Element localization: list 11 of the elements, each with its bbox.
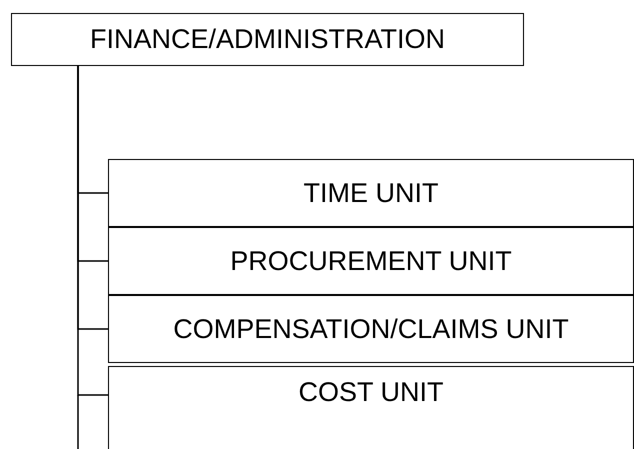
unit-name: FINANCE/ADMINISTRATION [90,26,445,53]
org-box [108,227,634,295]
connector-line [77,66,108,396]
org-box [11,13,524,66]
unit-name: COST UNIT [298,379,444,406]
org-box [108,366,634,449]
unit-name: TIME UNIT [304,180,438,206]
org-box [108,295,634,363]
unit-name: PROCUREMENT UNIT [230,248,512,274]
unit-name: COMPENSATION/CLAIMS UNIT [173,316,569,342]
org-box [108,159,634,227]
